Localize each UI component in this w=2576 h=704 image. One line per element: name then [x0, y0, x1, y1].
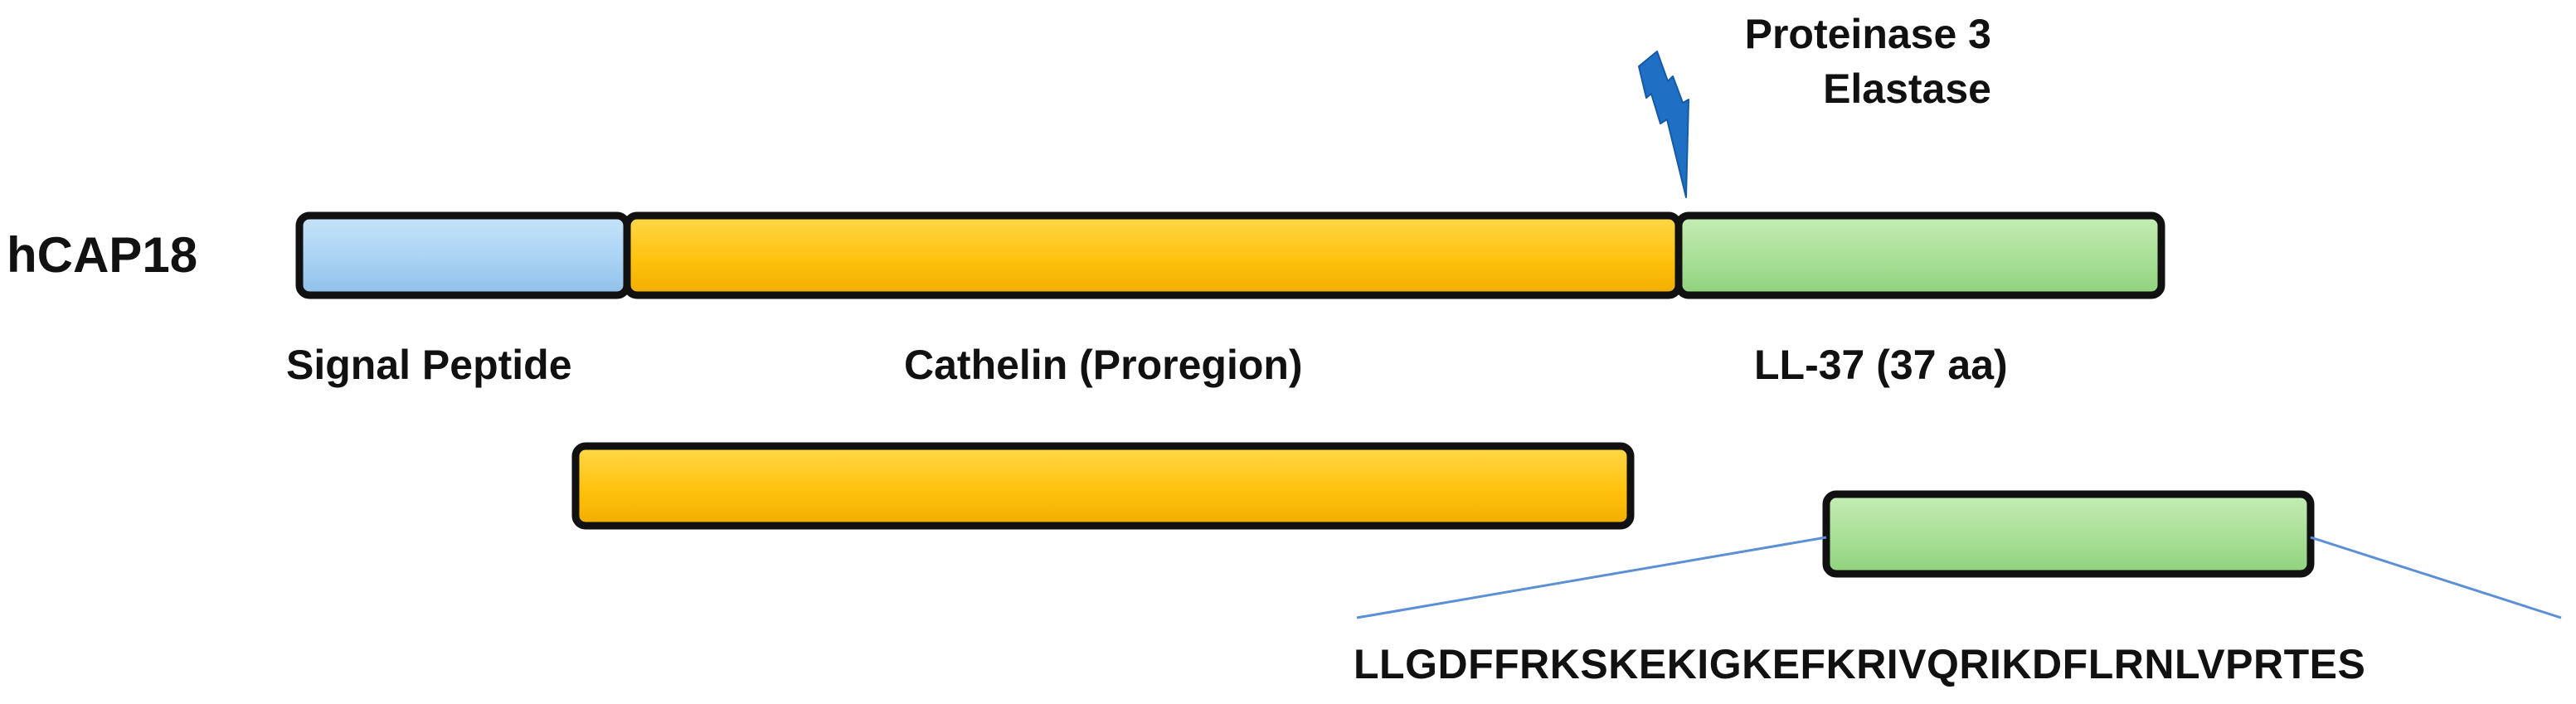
cathelin-domain: [623, 211, 1683, 299]
enzyme-elastase: Elastase: [1823, 66, 1991, 112]
protein-name: hCAP18: [7, 227, 198, 283]
cathelin-fragment: [571, 442, 1635, 530]
enzyme-proteinase-3: Proteinase 3: [1744, 11, 1991, 57]
signal-peptide-label: Signal Peptide: [286, 342, 572, 388]
cleavage-enzymes: Proteinase 3 Elastase: [1745, 7, 1991, 116]
signal-peptide-domain: [295, 211, 631, 299]
cathelin-label: Cathelin (Proregion): [904, 342, 1303, 388]
ll37-peptide: [1822, 490, 2315, 578]
ll37-label: LL-37 (37 aa): [1754, 342, 2008, 388]
sequence-leader-line-right: [2310, 536, 2562, 619]
ll37-domain: [1674, 211, 2165, 299]
lightning-bolt-icon: [1638, 51, 1689, 198]
ll37-sequence: LLGDFFRKSKEKIGKEFKRIVQRIKDFLRNLVPRTES: [1354, 641, 2366, 687]
sequence-leader-line-left: [1356, 536, 1827, 619]
